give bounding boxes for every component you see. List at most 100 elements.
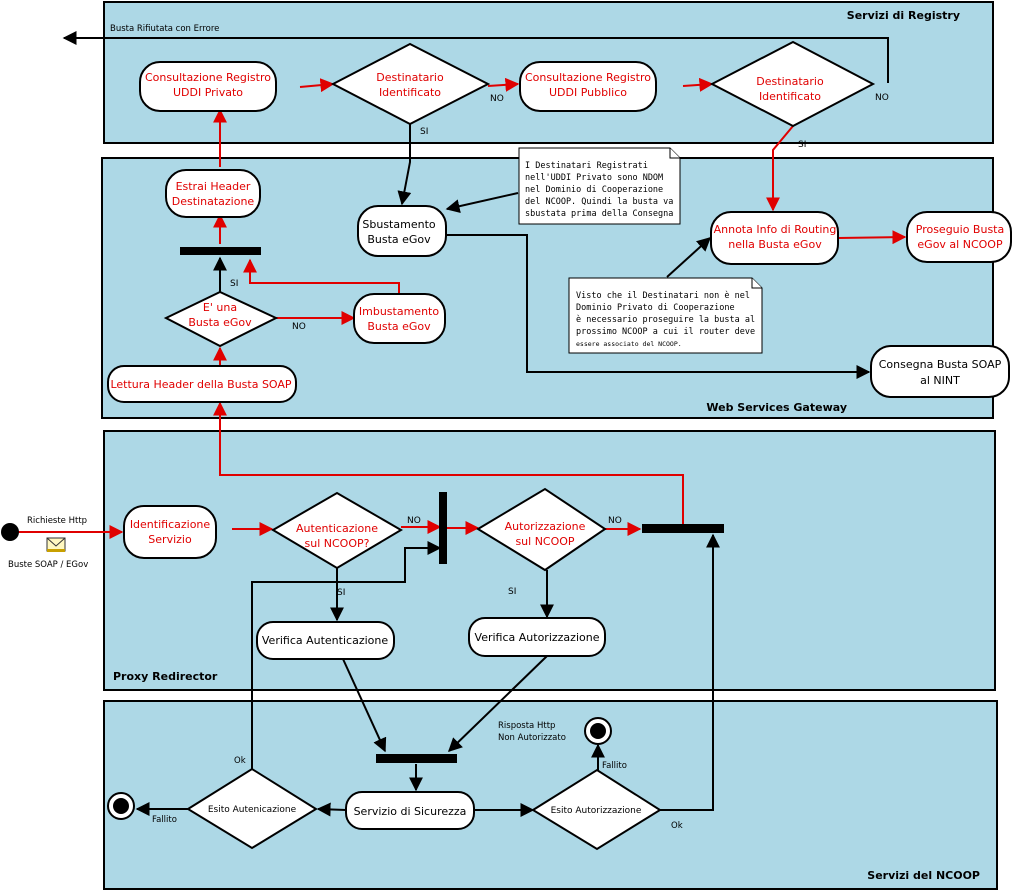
label-no-dest2: NO [875, 93, 889, 103]
join-bar-sicurezza [376, 754, 457, 763]
initial-node [1, 523, 19, 541]
activity-uddi-private-line2: UDDI Privato [173, 86, 243, 99]
decision-egov[interactable]: E' una Busta eGov [163, 290, 279, 348]
activity-estrai-header-line2: Destinatazione [172, 195, 255, 208]
fork-bar-gateway [180, 247, 261, 255]
label-no-dest1: NO [490, 94, 504, 104]
label-no-egov: NO [292, 322, 306, 332]
decision-dest-1-line2: Identificato [379, 86, 441, 99]
note1-line2: nell'UDDI Privato sono NDOM [525, 173, 663, 183]
edge-esitoautz-ok [660, 533, 720, 811]
activity-verifica-auth[interactable]: Verifica Autenticazione [256, 621, 395, 660]
edge-dest2-si [766, 125, 794, 212]
lane-registry-title: Servizi di Registry [847, 9, 960, 22]
activity-annota-line2: nella Busta eGov [728, 238, 822, 251]
note2-line5: essere associato del NCOOP. [576, 340, 682, 348]
decision-dest-1[interactable]: Destinatario Identificato [330, 42, 491, 126]
decision-dest-2[interactable]: Destinatario Identificato [709, 40, 876, 128]
activity-sicurezza-label: Servizio di Sicurezza [354, 805, 467, 818]
decision-esito-autz[interactable]: Esito Autorizzazione [531, 768, 662, 851]
activity-sbustamento-line2: Busta eGov [367, 233, 431, 246]
decision-dest-1-line1: Destinatario [376, 71, 444, 84]
decision-dest-2-line2: Identificato [759, 90, 821, 103]
decision-esito-autz-label: Esito Autorizzazione [551, 806, 642, 816]
label-fallito-autz: Fallito [602, 761, 627, 771]
edge-note1 [445, 192, 519, 214]
label-si-dest2: SI [798, 140, 806, 150]
edge-sicurezza-to-esitoauth [316, 802, 347, 817]
activity-proseguio-line1: Proseguio Busta [916, 223, 1005, 236]
label-risposta-line2: Non Autorizzato [498, 733, 566, 743]
label-si-dest1: SI [420, 127, 428, 137]
edge-private-to-dest1 [299, 78, 335, 93]
activity-uddi-public-line2: UDDI Pubblico [549, 86, 627, 99]
edge-sbustamento-to-consegna [447, 234, 871, 379]
activity-lettura-label: Lettura Header della Busta SOAP [110, 378, 291, 391]
lane-proxy-title: Proxy Redirector [113, 670, 218, 683]
activity-verifica-autz[interactable]: Verifica Autorizzazione [468, 617, 606, 657]
final-node-auth [107, 792, 135, 820]
note2-line1: Visto che il Destinatari non è nel [576, 290, 750, 301]
note2-line3: è necessario proseguire la busta al [576, 314, 755, 325]
activity-uddi-private[interactable]: Consultazione Registro UDDI Privato [139, 61, 277, 112]
activity-identificazione[interactable]: Identificazione Servizio [123, 505, 217, 559]
decision-autenticazione-line1: Autenticazione [296, 522, 378, 535]
activity-sbustamento[interactable]: Sbustamento Busta eGov [357, 205, 447, 257]
note1-line5: sbustata prima della Consegna [525, 209, 673, 219]
note2-line4: prossimo NCOOP a cui il router deve [576, 327, 755, 337]
note1-line4: del NCOOP. Quindi la busta va [525, 197, 673, 207]
label-si-egov: SI [230, 279, 238, 289]
activity-consegna[interactable]: Consegna Busta SOAP al NINT [870, 345, 1010, 398]
label-ok-auth: Ok [234, 756, 246, 766]
activity-uddi-public[interactable]: Consultazione Registro UDDI Pubblico [519, 61, 657, 112]
activity-consegna-line2: al NINT [920, 374, 960, 387]
activity-consegna-line1: Consegna Busta SOAP [879, 358, 1002, 371]
label-richieste-http: Richieste Http [27, 516, 87, 526]
activity-imbustamento-line1: Imbustamento [359, 305, 439, 318]
join-bar-autz [642, 524, 724, 533]
activity-sbustamento-line1: Sbustamento [362, 218, 435, 231]
activity-estrai-header[interactable]: Estrai Header Destinatazione [165, 169, 261, 218]
activity-uddi-private-line1: Consultazione Registro [145, 71, 271, 84]
activity-lettura[interactable]: Lettura Header della Busta SOAP [107, 365, 297, 403]
label-ok-autz: Ok [671, 821, 683, 831]
decision-autenticazione[interactable]: Autenticazione sul NCOOP? [271, 491, 403, 570]
join-bar-vertical [439, 492, 447, 564]
activity-imbustamento[interactable]: Imbustamento Busta eGov [353, 293, 446, 344]
decision-autorizzazione-line2: sul NCOOP [515, 535, 574, 548]
labels: Busta Rifiutata con Errore NO NO SI SI S… [8, 24, 889, 831]
note1-line3: nel Dominio di Cooperazione [525, 185, 663, 195]
edge-autz-bar-to-lettura [213, 401, 684, 524]
edge-imbust-to-bar [243, 258, 400, 294]
activity-sicurezza[interactable]: Servizio di Sicurezza [345, 791, 475, 830]
decision-autorizzazione-line1: Autorizzazione [505, 520, 586, 533]
note-routing: Visto che il Destinatari non è nel Domin… [568, 277, 763, 354]
decision-autenticazione-line2: sul NCOOP? [305, 537, 370, 550]
edge-verautz-to-bar [447, 655, 548, 752]
edge-verauth-to-bar [342, 658, 387, 753]
edge-reject [62, 31, 889, 83]
note2-line2: Dominio Privato di Cooperazione [576, 303, 735, 313]
activity-proseguio[interactable]: Proseguio Busta eGov al NCOOP [906, 211, 1012, 263]
edge-public-to-dest2 [682, 77, 714, 92]
decision-egov-line1: E' una [203, 301, 237, 314]
edge-annota-to-proseguio [837, 230, 907, 245]
label-risposta-line1: Risposta Http [498, 721, 555, 731]
decision-autorizzazione[interactable]: Autorizzazione sul NCOOP [476, 487, 607, 572]
activity-identificazione-line2: Servizio [148, 533, 192, 546]
lane-gateway-title: Web Services Gateway [706, 401, 847, 414]
decision-esito-auth[interactable]: Esito Autenicazione [186, 767, 318, 850]
activity-identificazione-line1: Identificazione [130, 518, 211, 531]
label-busta-rifiutata: Busta Rifiutata con Errore [110, 24, 219, 34]
activity-verifica-auth-label: Verifica Autenticazione [262, 634, 388, 647]
lane-ncoop-title: Servizi del NCOOP [867, 869, 980, 882]
label-buste-soap: Buste SOAP / EGov [8, 560, 88, 570]
activity-estrai-header-line1: Estrai Header [176, 180, 251, 193]
label-no-autz: NO [608, 516, 622, 526]
edges [10, 31, 907, 817]
activity-proseguio-line2: eGov al NCOOP [917, 238, 1003, 251]
activity-annota[interactable]: Annota Info di Routing nella Busta eGov [710, 211, 839, 265]
edge-note2 [666, 237, 712, 278]
activity-imbustamento-line2: Busta eGov [367, 320, 431, 333]
